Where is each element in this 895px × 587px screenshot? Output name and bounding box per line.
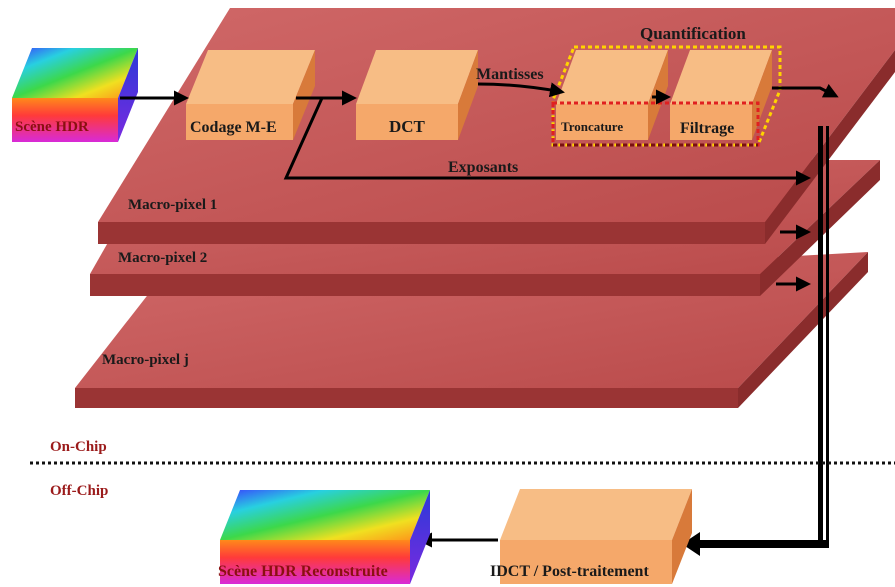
data-bus — [682, 126, 829, 556]
filtering-block-label: Filtrage — [680, 120, 734, 137]
macro-pixel-j-label: Macro-pixel j — [102, 352, 189, 368]
exponents-label: Exposants — [448, 159, 518, 176]
input-hdr-scene — [12, 48, 138, 142]
dct-block — [356, 50, 478, 140]
macro-pixel-1-label: Macro-pixel 1 — [128, 197, 217, 213]
encode-block — [186, 50, 315, 140]
macro-pixel-2-label: Macro-pixel 2 — [118, 250, 207, 266]
mantissas-label: Mantisses — [476, 66, 544, 83]
idct-block-label: IDCT / Post-traitement — [490, 563, 649, 580]
dct-block-label: DCT — [389, 117, 426, 136]
off-chip-label: Off-Chip — [50, 483, 108, 499]
filtering-block — [670, 50, 772, 140]
truncation-block-label: Troncature — [561, 119, 623, 134]
quantification-group-outline — [551, 45, 782, 147]
input-scene-label: Scène HDR — [15, 119, 89, 135]
encode-block-label: Codage M-E — [190, 119, 277, 136]
output-scene-label: Scène HDR Reconstruite — [218, 563, 388, 580]
on-chip-label: On-Chip — [50, 439, 107, 455]
output-hdr-scene — [220, 490, 430, 584]
flow-arrows — [120, 82, 839, 292]
idct-block — [500, 489, 692, 584]
quantification-label: Quantification — [640, 24, 746, 43]
